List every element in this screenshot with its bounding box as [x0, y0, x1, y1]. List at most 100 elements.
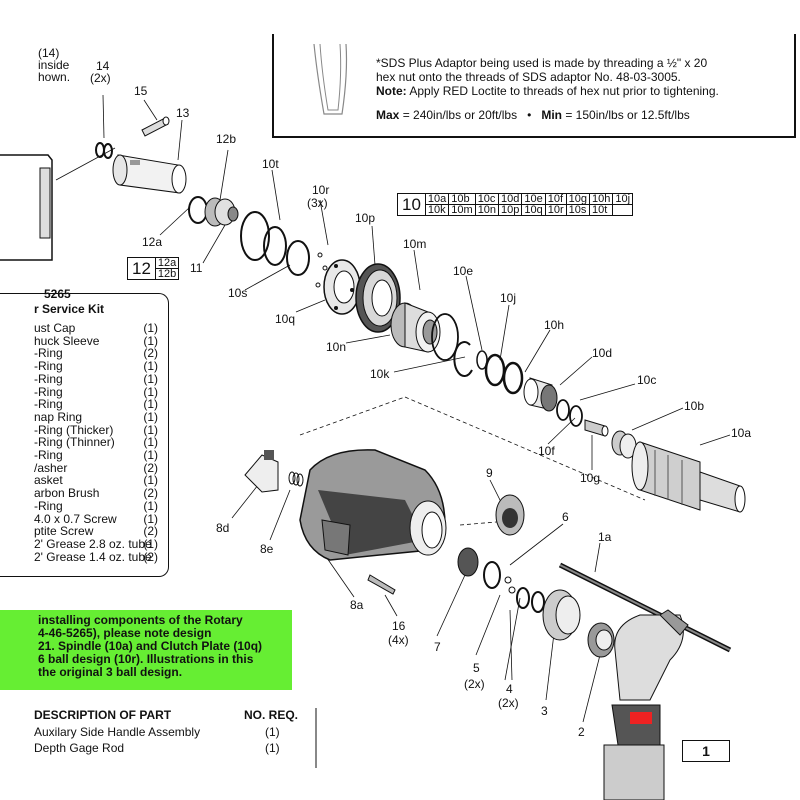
part-qty: (1) — [265, 725, 280, 739]
callout-10s: 10s — [228, 286, 247, 300]
kit-item-qty: (1) — [143, 511, 158, 526]
table-cell: 10d — [498, 193, 523, 205]
callout-8d: 8d — [216, 521, 229, 535]
part-desc: Depth Gage Rod — [34, 741, 125, 755]
service-kit-item: ptite Screw (2) — [34, 525, 158, 538]
service-kit-item: asket(1) — [34, 474, 158, 487]
service-kit-box — [0, 293, 169, 577]
kit-item-qty: (1) — [143, 448, 158, 462]
part-1-side-handle — [603, 609, 689, 800]
kit-item-qty: (1) — [143, 333, 158, 348]
note-line: 4-46-5265), please note design — [38, 626, 212, 640]
callout-8e: 8e — [260, 542, 274, 556]
kit-item-name: -Ring — [34, 448, 63, 462]
max-label: Max — [376, 108, 400, 122]
note-line: the original 3 ball design. — [38, 665, 183, 679]
inset-part — [39, 167, 51, 239]
callout-10m: 10m — [403, 237, 426, 251]
kit-item-qty: (2) — [143, 549, 158, 564]
note-text: *SDS Plus Adaptor being used is made by … — [376, 56, 786, 98]
part-10h-ring — [502, 361, 524, 395]
kit-item-name: -Ring — [34, 498, 63, 513]
service-kit-item: -Ring(1) — [34, 371, 158, 386]
kit-item-qty: (1) — [143, 384, 158, 399]
service-kit-item: -Ring(1) — [34, 398, 158, 411]
page-number-box: 1 — [682, 740, 730, 762]
service-kit-item: -Ring(1) — [34, 360, 158, 373]
description-header: DESCRIPTION OF PART — [34, 708, 172, 722]
table-cell: 12a — [154, 257, 180, 269]
kit-item-qty: (1) — [143, 473, 158, 488]
part-16-screw — [367, 574, 396, 595]
top-left-note: (14) inside hown. — [38, 47, 70, 83]
part-1a-depth-rod — [558, 562, 732, 653]
part-5-balls — [504, 576, 516, 594]
inset-box — [0, 154, 53, 261]
callout-10k: 10k — [370, 367, 390, 381]
top-left-note-line: (14) — [38, 46, 60, 60]
kit-item-name: -Ring — [34, 346, 63, 361]
service-kit-item: -Ring(2) — [34, 347, 158, 360]
callout-13: 13 — [176, 106, 190, 120]
kit-item-name: 2' Grease 2.8 oz. tube — [34, 536, 152, 551]
part-9-clutch — [495, 494, 525, 536]
callout-9: 9 — [486, 466, 493, 480]
callout-10b: 10b — [684, 399, 704, 413]
note-body: Apply RED Loctite to threads of hex nut … — [409, 84, 719, 98]
kit-item-name: -Ring — [34, 371, 63, 386]
service-kit-item: ust Cap(1) — [34, 322, 158, 335]
group-10-table: 10 10a 10b 10c 10d 10e 10f 10g 10h 10j 1… — [397, 193, 634, 216]
callout-15: 15 — [134, 84, 148, 98]
callout-10r: 10r — [312, 183, 329, 197]
kit-item-qty: (1) — [143, 435, 158, 450]
part-4-rings — [516, 587, 545, 613]
part-10a-spindle — [631, 441, 746, 513]
kit-item-name: -Ring (Thinner) — [34, 435, 115, 450]
table-cell: 10b — [448, 193, 476, 205]
kit-item-name: ust Cap — [34, 321, 76, 335]
group-12-number: 12 — [127, 257, 156, 280]
part-desc: Auxilary Side Handle Assembly — [34, 725, 201, 739]
table-cell: 10c — [474, 193, 500, 205]
kit-item-name: arbon Brush — [34, 486, 100, 501]
callout-10d: 10d — [592, 346, 612, 360]
callout-12b: 12b — [216, 132, 236, 146]
note-line: 6 ball design (10r). Illustrations in th… — [38, 652, 254, 666]
part-10m-sleeve — [390, 302, 441, 353]
kit-item-qty: (1) — [143, 359, 158, 374]
part-10b-collar — [611, 430, 637, 459]
service-kit-title: r Service Kit — [34, 302, 105, 316]
table-cell: 10p — [498, 204, 523, 216]
table-cell: 10q — [521, 204, 546, 216]
min-value: = 150in/lbs or 12.5ft/lbs — [565, 108, 690, 122]
part-10f-pin — [584, 419, 609, 437]
part-8d-bracket — [244, 450, 279, 493]
max-value: = 240in/lbs or 20ft/lbs — [402, 108, 518, 122]
note-line: *SDS Plus Adaptor being used is made by … — [376, 56, 708, 70]
service-kit-item: huck Sleeve(1) — [34, 333, 158, 348]
kit-item-qty: (2) — [143, 524, 158, 539]
callout-10f: 10f — [538, 444, 555, 458]
callout-12a: 12a — [142, 235, 162, 249]
part-qty: (1) — [265, 741, 280, 755]
kit-item-qty: (2) — [143, 486, 158, 501]
table-cell: 10t — [589, 204, 614, 216]
table-cell: 10s — [565, 204, 591, 216]
kit-item-name: ptite Screw — [34, 524, 94, 539]
part-10q-clutch-plate — [323, 259, 361, 315]
callout-10c: 10c — [637, 373, 656, 387]
table-cell: 10m — [448, 204, 476, 216]
callout-10h: 10h — [544, 318, 564, 332]
table-cell: 10n — [474, 204, 500, 216]
service-kit-item: -Ring (Thicker)(1) — [34, 423, 158, 437]
group-10-number: 10 — [397, 193, 426, 216]
kit-item-qty: (1) — [143, 536, 158, 551]
no-req-header: NO. REQ. — [244, 708, 299, 722]
torque-spec: Max = 240in/lbs or 20ft/lbs • Min = 150i… — [376, 108, 690, 122]
part-8e-spring — [288, 471, 304, 487]
part-6-ring — [483, 561, 501, 589]
table-cell: 12b — [154, 268, 180, 280]
callout-10g: 10g — [580, 471, 600, 485]
callout-4-qty: (2x) — [498, 696, 519, 710]
